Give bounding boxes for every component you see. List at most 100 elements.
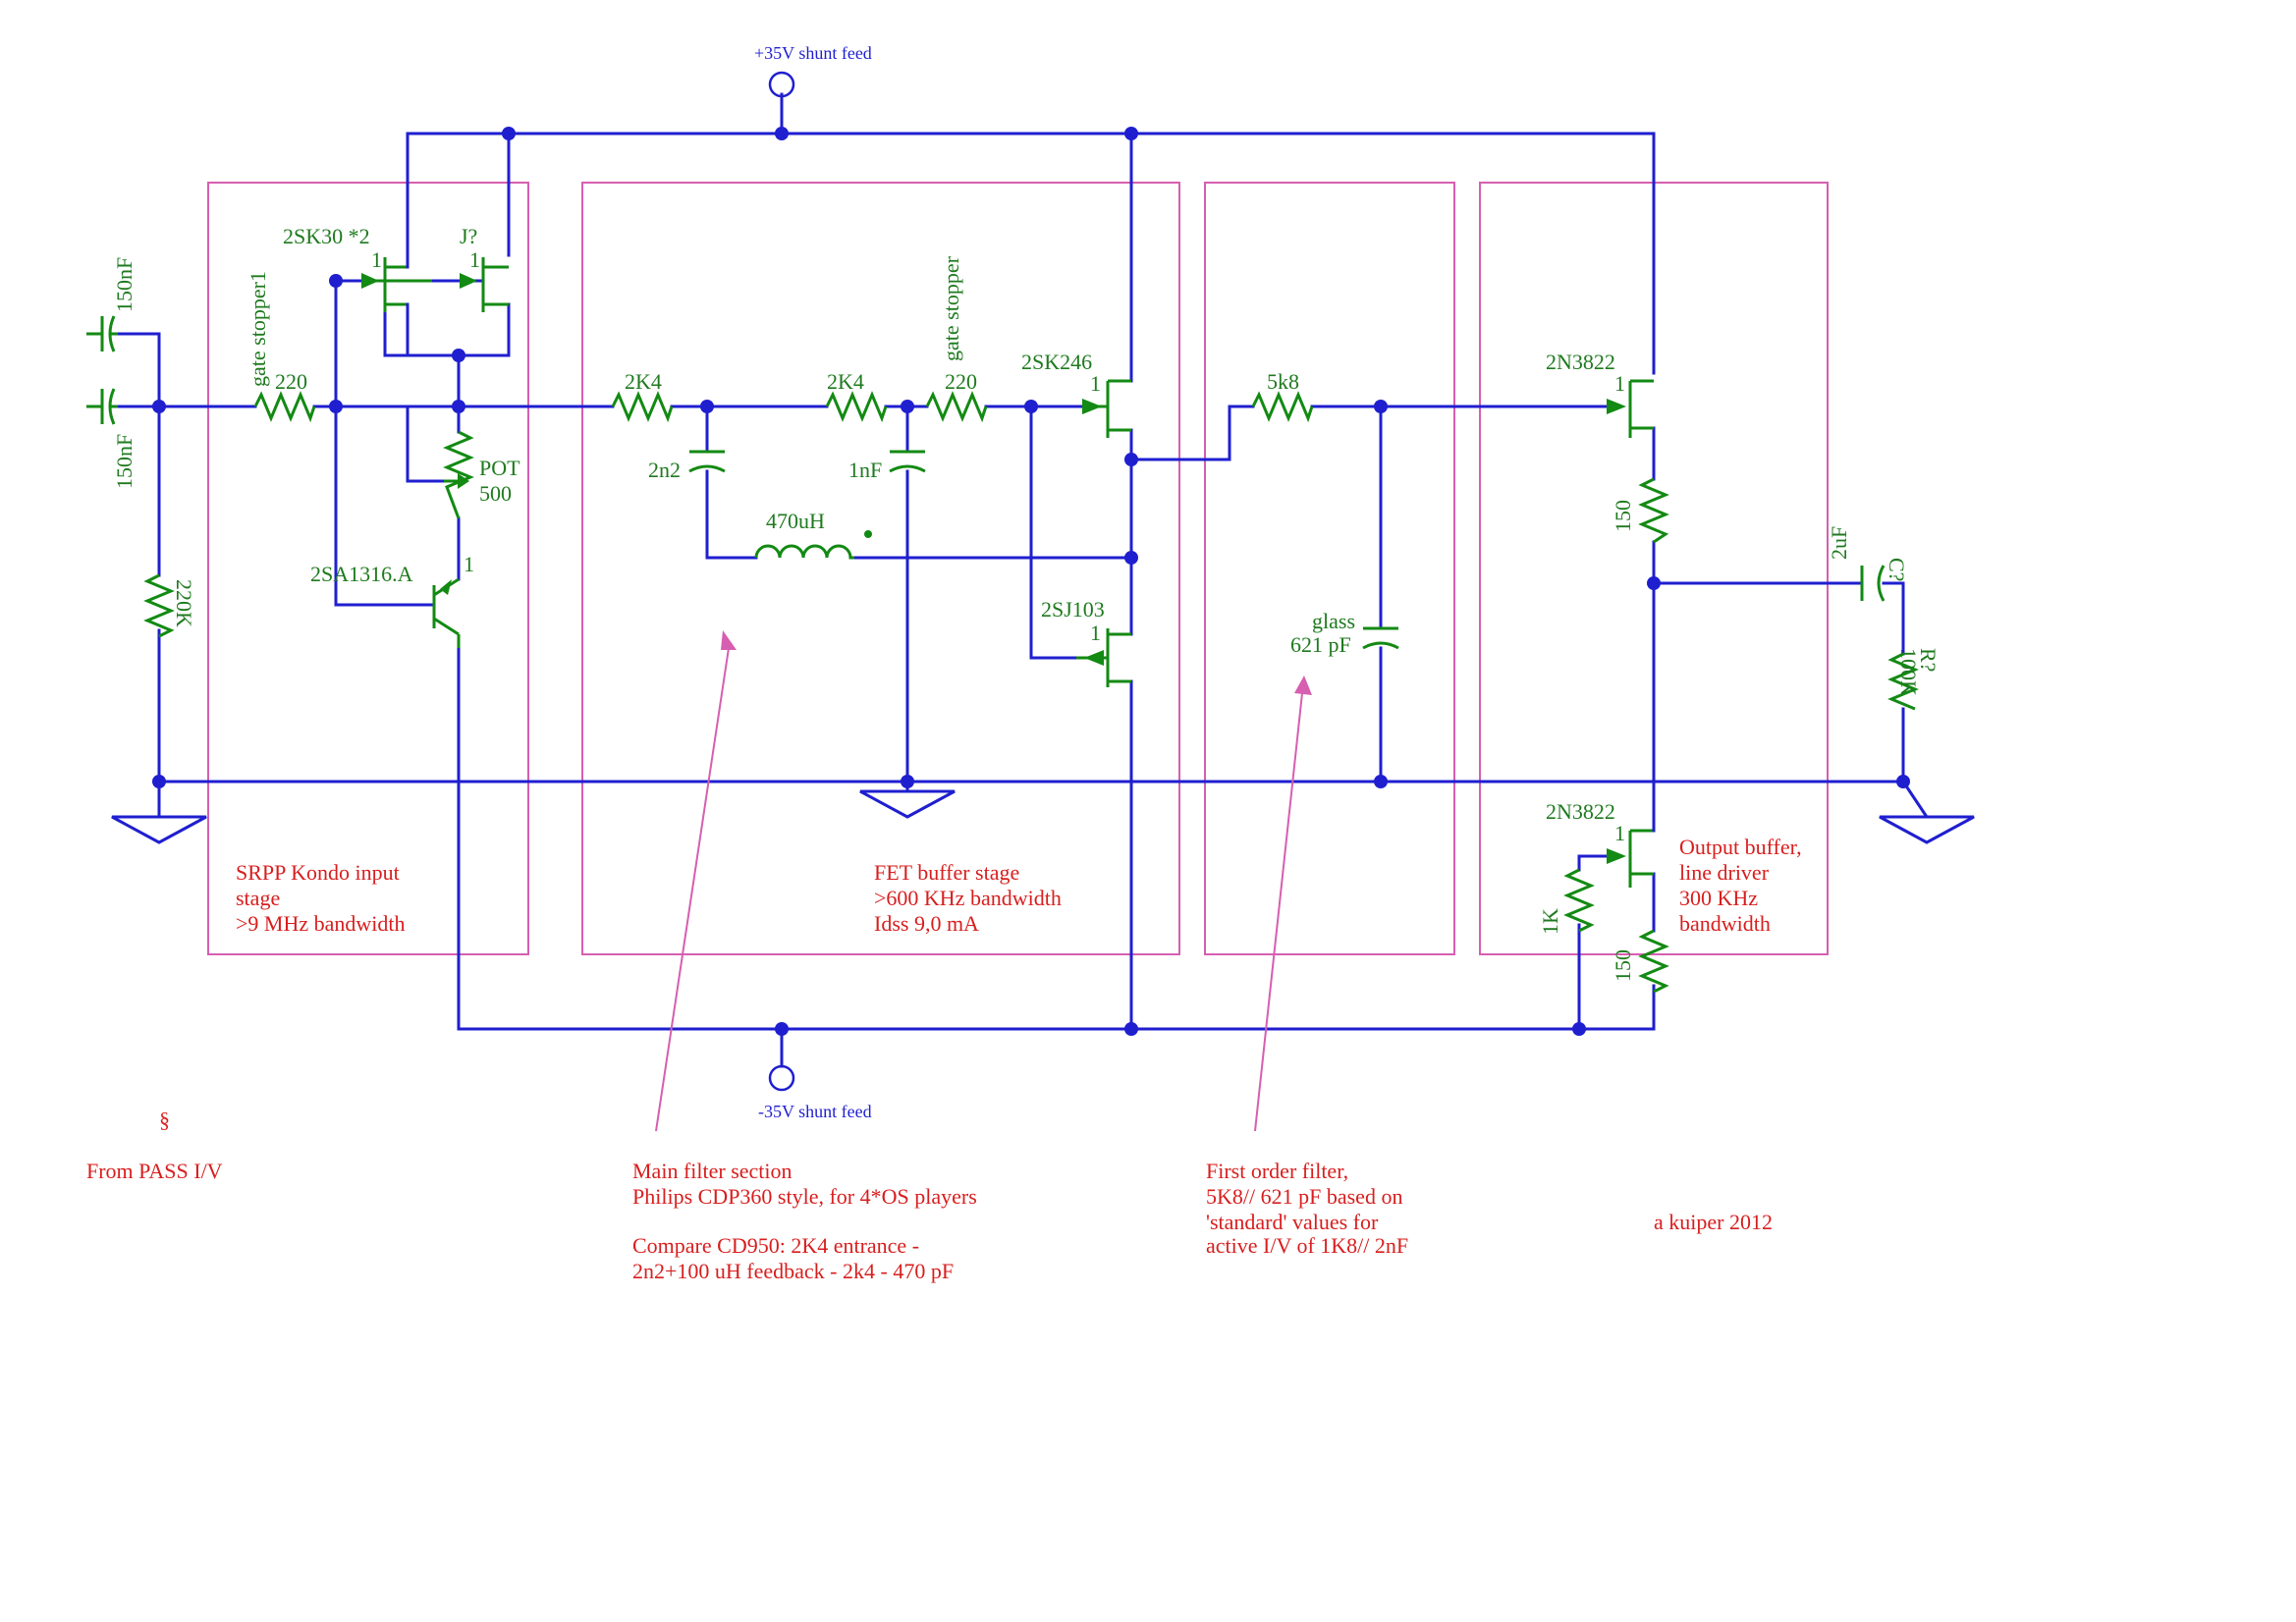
fet-bottom-pin: 1 bbox=[1090, 621, 1101, 645]
svg-text:bandwidth: bandwidth bbox=[1679, 911, 1771, 936]
c-out-value: 2uF bbox=[1827, 526, 1851, 560]
resistor-5k8 bbox=[1251, 391, 1314, 423]
first-order-filter-block bbox=[1204, 182, 1455, 955]
c-in-bottom-label: 150nF bbox=[112, 434, 137, 489]
capacitor-2n2 bbox=[688, 450, 726, 473]
potentiometer-500 bbox=[443, 430, 474, 519]
svg-text:300 KHz: 300 KHz bbox=[1679, 886, 1758, 910]
resistor-220k bbox=[143, 573, 175, 638]
fet-top-pin: 1 bbox=[1090, 371, 1101, 396]
srpp-note: SRPP Kondo input stage >9 MHz bandwidth bbox=[236, 860, 406, 936]
r-gate2-value: 220 bbox=[945, 369, 977, 394]
from-pass-note: From PASS I/V bbox=[86, 1159, 223, 1183]
negative-supply-label: -35V shunt feed bbox=[758, 1102, 872, 1121]
r-150-bottom-label: 150 bbox=[1611, 949, 1635, 982]
fet-2sj103 bbox=[1076, 628, 1131, 687]
r-2k4-a-label: 2K4 bbox=[625, 369, 662, 394]
c-glass-label: glass bbox=[1312, 609, 1355, 633]
svg-text:5K8// 621 pF based on: 5K8// 621 pF based on bbox=[1206, 1184, 1402, 1209]
r-220k-label: 220K bbox=[172, 579, 196, 627]
first-order-note: First order filter, 5K8// 621 pF based o… bbox=[1206, 1159, 1408, 1258]
c-in-top-label: 150nF bbox=[112, 257, 137, 312]
r-out-name: R? bbox=[1916, 648, 1941, 672]
positive-supply-label: +35V shunt feed bbox=[754, 43, 872, 63]
pot-name-label: POT bbox=[479, 456, 520, 480]
capacitor-glass-621pf bbox=[1362, 626, 1399, 650]
fet-buffer-note: FET buffer stage >600 KHz bandwidth Idss… bbox=[874, 860, 1062, 936]
inductor-470uh bbox=[754, 544, 854, 560]
svg-text:Idss 9,0 mA: Idss 9,0 mA bbox=[874, 911, 979, 936]
out-fet-bottom-pin: 1 bbox=[1614, 821, 1625, 845]
resistor-150-bottom bbox=[1638, 929, 1669, 994]
inductor-label: 470uH bbox=[766, 509, 825, 533]
negative-supply-terminal bbox=[768, 1064, 795, 1092]
bjt-label: 2SA1316.A bbox=[310, 562, 413, 586]
resistor-2k4-a bbox=[611, 391, 674, 423]
jfet-j-label: J? bbox=[460, 224, 477, 248]
fet-bottom-label: 2SJ103 bbox=[1041, 597, 1105, 622]
capacitor-2uf-out bbox=[1860, 565, 1886, 602]
svg-text:Compare CD950: 2K4 entrance -: Compare CD950: 2K4 entrance - bbox=[632, 1233, 919, 1258]
bjt-pin: 1 bbox=[464, 552, 474, 576]
input-capacitor-bottom bbox=[86, 388, 118, 425]
jfet-j bbox=[460, 257, 509, 312]
c-glass-value: 621 pF bbox=[1290, 632, 1351, 657]
fet-2sk246 bbox=[1082, 379, 1131, 438]
out-fet-top-pin: 1 bbox=[1614, 371, 1625, 396]
out-fet-bottom-label: 2N3822 bbox=[1546, 799, 1615, 824]
gate-stopper-label: gate stopper bbox=[939, 255, 963, 361]
pot-value-label: 500 bbox=[479, 481, 512, 506]
gate-stopper1-label: gate stopper1 bbox=[246, 271, 270, 387]
c-2n2-label: 2n2 bbox=[648, 458, 681, 482]
junction-dots bbox=[152, 127, 1910, 1036]
ground-symbol bbox=[1879, 781, 1975, 844]
resistor-1k bbox=[1563, 868, 1595, 933]
filter-buffer-block bbox=[581, 182, 1180, 955]
output-buffer-note: Output buffer, line driver 300 KHz bandw… bbox=[1679, 835, 1802, 936]
svg-text:>9 MHz bandwidth: >9 MHz bandwidth bbox=[236, 911, 406, 936]
input-capacitor-top bbox=[86, 315, 118, 352]
main-filter-note: Main filter section Philips CDP360 style… bbox=[632, 1159, 977, 1283]
svg-text:2n2+100 uH feedback - 2k4 - 47: 2n2+100 uH feedback - 2k4 - 470 pF bbox=[632, 1259, 954, 1283]
r-5k8-label: 5k8 bbox=[1267, 369, 1299, 394]
r-1k-label: 1K bbox=[1538, 908, 1562, 935]
svg-text:'standard' values for: 'standard' values for bbox=[1206, 1210, 1379, 1234]
svg-text:Philips CDP360 style, for 4*O: Philips CDP360 style, for 4*OS players bbox=[632, 1184, 977, 1209]
main-filter-arrow bbox=[655, 630, 737, 1132]
out-fet-top-label: 2N3822 bbox=[1546, 350, 1615, 374]
resistor-150-top bbox=[1638, 477, 1669, 544]
r-2k4-b-label: 2K4 bbox=[827, 369, 864, 394]
svg-text:First order filter,: First order filter, bbox=[1206, 1159, 1348, 1183]
jfet-2sk30 bbox=[361, 257, 432, 312]
jfet-j-pin: 1 bbox=[469, 247, 480, 272]
svg-text:FET buffer stage: FET buffer stage bbox=[874, 860, 1019, 885]
ground-symbol bbox=[859, 782, 956, 819]
svg-text:Main filter section: Main filter section bbox=[632, 1159, 793, 1183]
capacitor-1nf bbox=[889, 450, 926, 473]
svg-text:>600 KHz bandwidth: >600 KHz bandwidth bbox=[874, 886, 1062, 910]
c-out-name: C? bbox=[1885, 558, 1909, 581]
svg-text:stage: stage bbox=[236, 886, 280, 910]
svg-text:SRPP Kondo input: SRPP Kondo input bbox=[236, 860, 400, 885]
jfet-pair-label: 2SK30 *2 bbox=[283, 224, 370, 248]
c-1nf-label: 1nF bbox=[848, 458, 882, 482]
fet-top-label: 2SK246 bbox=[1021, 350, 1092, 374]
svg-text:Output buffer,: Output buffer, bbox=[1679, 835, 1802, 859]
author-note: a kuiper 2012 bbox=[1654, 1210, 1773, 1234]
bjt-2sa1316 bbox=[432, 577, 461, 648]
positive-supply-terminal bbox=[768, 71, 795, 98]
svg-text:line driver: line driver bbox=[1679, 860, 1770, 885]
resistor-gate-stopper1 bbox=[253, 391, 316, 423]
first-order-arrow bbox=[1254, 676, 1312, 1132]
inductor-dot bbox=[864, 530, 872, 538]
section-mark: § bbox=[159, 1108, 170, 1132]
jfet-pair-pin: 1 bbox=[371, 247, 382, 272]
r-150-top-label: 150 bbox=[1611, 500, 1635, 532]
resistor-gate-stopper bbox=[925, 391, 988, 423]
srpp-stage-block bbox=[207, 182, 529, 955]
ground-symbol bbox=[111, 782, 207, 844]
fet-2n3822-top bbox=[1607, 379, 1654, 438]
r-gate1-value: 220 bbox=[275, 369, 307, 394]
resistor-2k4-b bbox=[825, 391, 888, 423]
